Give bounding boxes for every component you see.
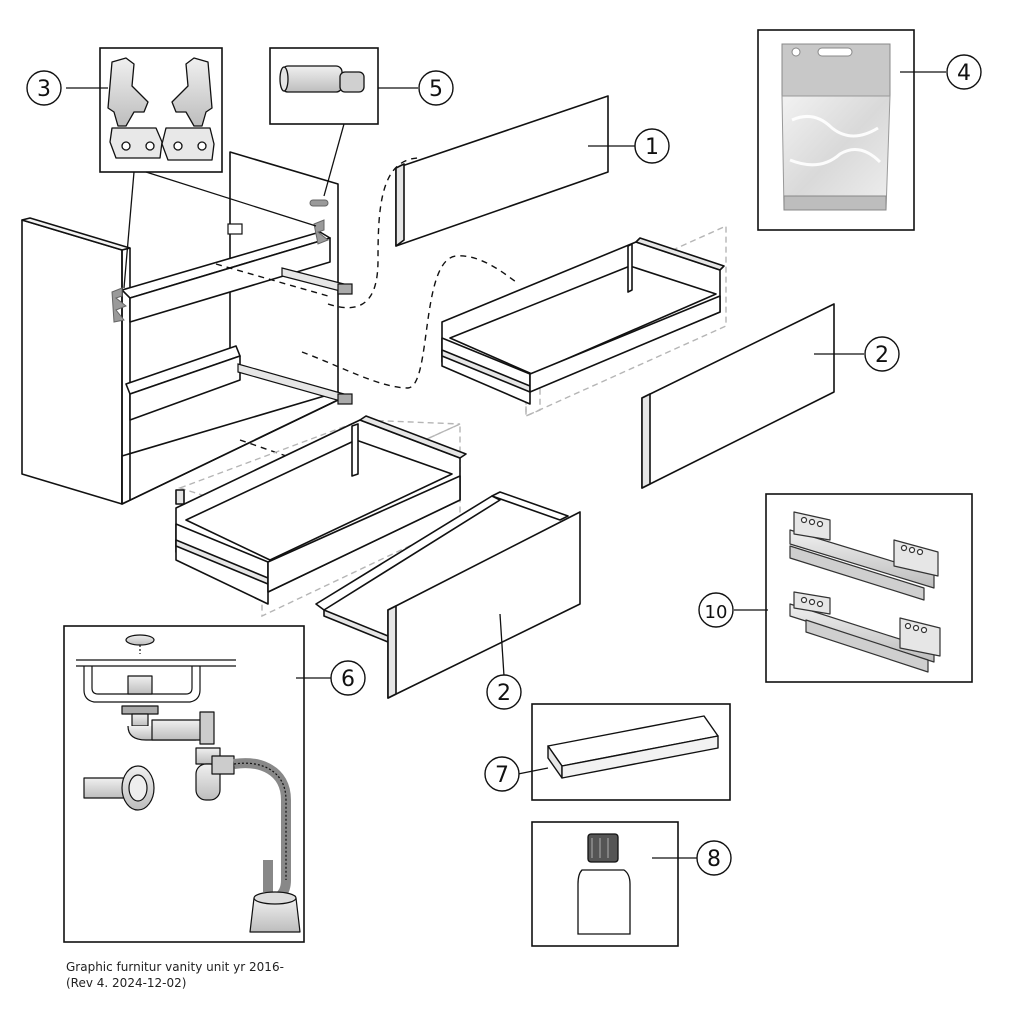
cabinet-bracket	[227, 223, 243, 235]
svg-text:10: 10	[705, 602, 728, 623]
damper-pin-icon	[279, 65, 365, 93]
svg-text:2: 2	[497, 681, 511, 706]
hinge-mount-plate	[111, 199, 329, 323]
assembly-guide-lines	[215, 157, 517, 459]
drawer-runners-box	[734, 493, 973, 683]
caption-line-2: (Rev 4. 2024-12-02)	[66, 976, 187, 990]
svg-text:3: 3	[37, 77, 51, 102]
plinth-piece-box	[517, 703, 731, 801]
svg-text:1: 1	[645, 135, 659, 160]
bag-icon	[781, 43, 891, 211]
svg-text:6: 6	[341, 667, 355, 692]
drawer-front-panel-1	[395, 95, 609, 247]
callout-2-bottom: 2	[486, 674, 522, 710]
drawer-front-panel-2b	[315, 491, 581, 699]
callout-4: 4	[946, 54, 982, 90]
callout-6: 6	[330, 660, 366, 696]
touch-up-bottle-box	[531, 821, 698, 947]
cabinet-runner-upper	[237, 267, 353, 405]
callout-10: 10	[698, 592, 734, 628]
svg-text:5: 5	[429, 77, 443, 102]
sink-drain-icon	[76, 634, 301, 933]
caption-line-1: Graphic furnitur vanity unit yr 2016-	[66, 960, 284, 974]
bottle-icon	[577, 833, 631, 935]
svg-text:7: 7	[495, 763, 509, 788]
drawer-front-panel-2a	[641, 303, 835, 489]
drawer-runner-icon	[789, 511, 941, 673]
hinge-icon	[107, 57, 215, 161]
callout-7: 7	[484, 756, 520, 792]
callout-1: 1	[634, 128, 670, 164]
upper-drawer-box	[441, 224, 727, 418]
lower-drawer-box	[175, 415, 467, 618]
callout-numbers: 3 5 1 4 2 10 6 2	[26, 54, 982, 876]
callout-8: 8	[696, 840, 732, 876]
callout-3: 3	[26, 70, 62, 106]
svg-text:2: 2	[875, 343, 889, 368]
hardware-bag-box	[757, 29, 946, 231]
cabinet-carcass	[21, 151, 339, 505]
callout-2-right: 2	[864, 336, 900, 372]
drain-kit-box	[63, 625, 332, 943]
plinth-piece-icon	[547, 715, 719, 779]
svg-text:8: 8	[707, 847, 721, 872]
damper-detail-box	[269, 47, 418, 197]
hinge-detail-box	[99, 47, 317, 289]
svg-text:4: 4	[957, 61, 971, 86]
callout-5: 5	[418, 70, 454, 106]
callout-leaders	[66, 87, 864, 677]
